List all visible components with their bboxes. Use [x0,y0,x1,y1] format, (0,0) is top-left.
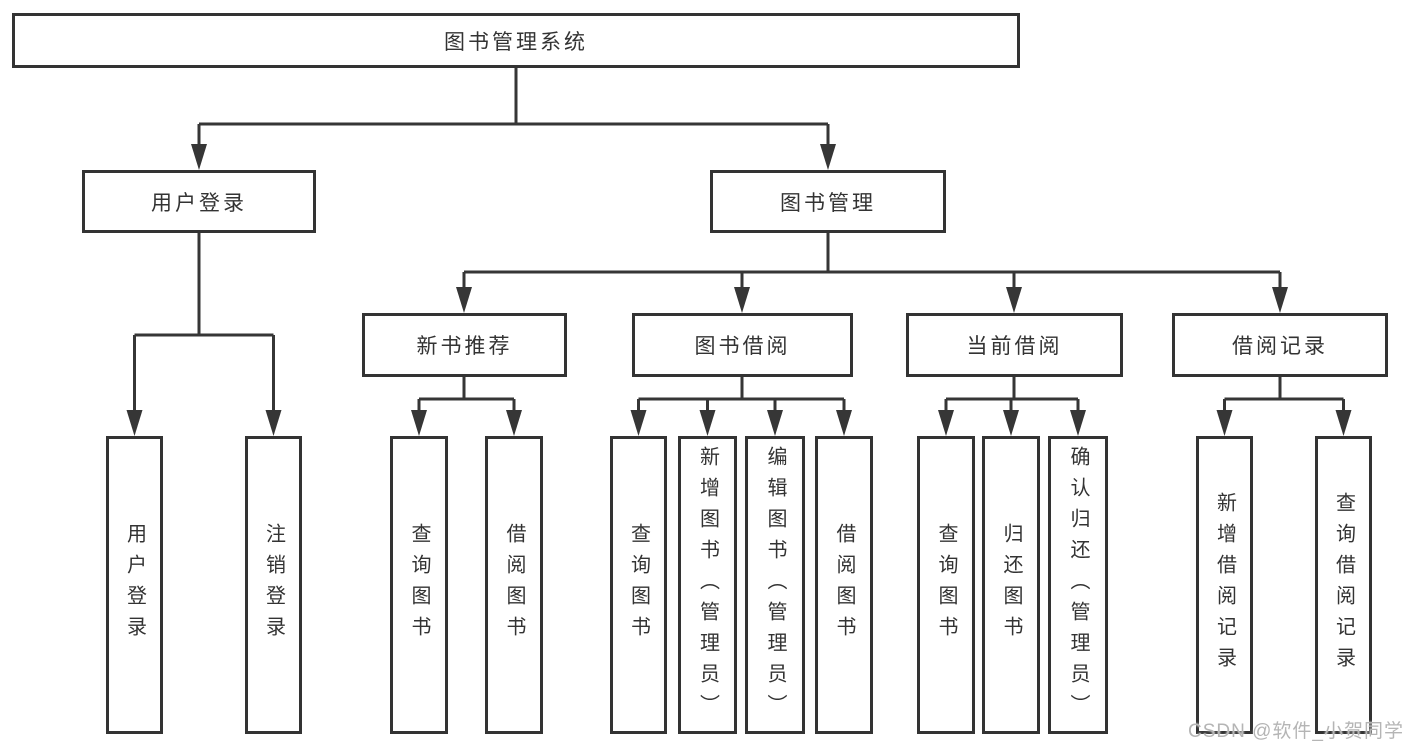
leaf-query-borrow-record: 查询借阅记录 [1315,436,1372,734]
leaf-label: 查询图书 [935,523,957,647]
leaf-label: 注销登录 [262,523,285,647]
leaf-borrow-books-2: 借阅图书 [815,436,873,734]
leaf-label: 编辑图书（管理员） [764,445,786,725]
arrowheads [126,144,1352,436]
leaf-add-borrow-record: 新增借阅记录 [1196,436,1253,734]
leaf-label: 确认归还（管理员） [1067,445,1089,725]
node-borrowing-records: 借阅记录 [1172,313,1388,377]
leaf-return-books: 归还图书 [982,436,1040,734]
leaf-label: 借阅图书 [833,523,855,647]
node-new-book-recommendation: 新书推荐 [362,313,567,377]
leaf-borrow-books-1: 借阅图书 [485,436,543,734]
connector-lines [133,68,1345,414]
leaf-label: 新增借阅记录 [1213,492,1236,678]
leaf-logout: 注销登录 [245,436,302,734]
leaf-label: 新增图书（管理员） [696,445,719,725]
leaf-label: 查询图书 [408,523,430,647]
leaf-label: 查询借阅记录 [1332,492,1355,678]
leaf-label: 用户登录 [123,523,146,647]
node-book-borrowing: 图书借阅 [632,313,853,377]
leaf-label: 查询图书 [627,523,650,647]
leaf-query-books-2: 查询图书 [610,436,667,734]
leaf-user-login: 用户登录 [106,436,163,734]
node-user-login-branch: 用户登录 [82,170,316,233]
csdn-watermark: CSDN @软件_小贺同学 [1188,721,1404,742]
leaf-edit-books-admin: 编辑图书（管理员） [745,436,805,734]
node-book-management: 图书管理 [710,170,946,233]
node-current-borrowing: 当前借阅 [906,313,1123,377]
leaf-label: 归还图书 [1000,523,1022,647]
leaf-add-books-admin: 新增图书（管理员） [678,436,737,734]
leaf-confirm-return-admin: 确认归还（管理员） [1048,436,1108,734]
leaf-label: 借阅图书 [503,523,525,647]
node-library-management-system: 图书管理系统 [12,13,1020,68]
leaf-query-books-1: 查询图书 [390,436,448,734]
leaf-query-books-3: 查询图书 [917,436,975,734]
